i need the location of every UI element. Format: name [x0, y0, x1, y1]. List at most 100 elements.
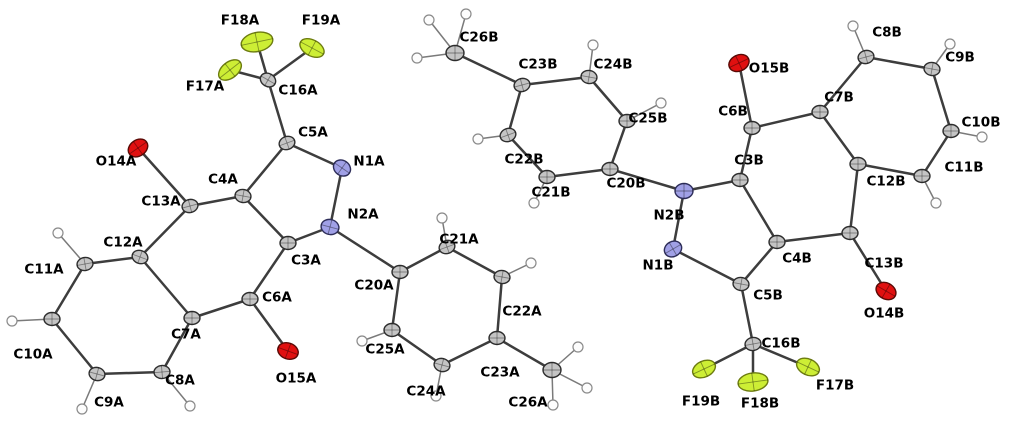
atom-C22B — [499, 127, 517, 143]
atom-C8A-minor-axis — [160, 365, 164, 379]
atom-C21A — [438, 239, 456, 255]
bond-C5B-N1B — [671, 247, 743, 286]
atom-C21A-major-axis — [439, 243, 455, 251]
atom-label-C16A: C16A — [278, 83, 318, 99]
atom-O15A — [277, 341, 299, 361]
atom-C16A — [259, 72, 277, 88]
atom-C4A-major-axis — [235, 194, 251, 198]
atom-H11B — [930, 197, 942, 209]
atom-N1B-minor-axis — [668, 242, 678, 256]
atom-C24A — [433, 357, 451, 373]
atom-H9B — [944, 38, 956, 50]
atom-C24A-ellipsoid — [433, 357, 451, 373]
atom-label-C5B: C5B — [753, 288, 783, 304]
atom-F18A-minor-axis — [254, 32, 260, 52]
atom-F18A — [240, 31, 274, 53]
atom-C9B-minor-axis — [930, 62, 934, 76]
atom-C12B — [849, 156, 867, 172]
atom-O14A-ellipsoid — [127, 138, 149, 158]
atom-H24B — [587, 39, 599, 51]
atom-label-F19B: F19B — [682, 394, 720, 410]
atom-C13A-minor-axis — [187, 199, 193, 213]
atom-H25B — [655, 97, 667, 109]
atom-label-C26A: C26A — [508, 395, 548, 411]
bond-C23A-C26A — [495, 336, 554, 372]
atom-label-C4B: C4B — [782, 251, 812, 267]
atom-N2A-ellipsoid — [320, 218, 340, 236]
atom-label-C23B: C23B — [519, 57, 558, 73]
atom-O15B-major-axis — [729, 58, 749, 68]
atom-C9B-ellipsoid — [923, 61, 941, 77]
atom-N1A-ellipsoid — [332, 159, 352, 177]
atom-N1A — [332, 159, 352, 177]
bond-C9B-C8B — [864, 55, 934, 71]
atom-C23A-ellipsoid — [488, 330, 506, 346]
atom-F18B-minor-axis — [751, 373, 755, 391]
atom-H10A — [6, 315, 18, 327]
atom-C25B-ellipsoid — [618, 113, 636, 129]
atom-H25A — [356, 335, 368, 347]
atom-C24A-minor-axis — [439, 358, 445, 372]
bond-C4A-C13A — [188, 194, 245, 208]
atom-label-C21B: C21B — [532, 185, 571, 201]
bond-C20B-C21B — [545, 167, 612, 179]
atom-N2B — [674, 182, 694, 200]
bond-C22A-C23A — [495, 275, 504, 340]
atom-O14B-ellipsoid — [875, 281, 897, 301]
atom-C21B — [538, 169, 556, 185]
atom-C4A-ellipsoid — [234, 188, 252, 204]
atom-C12A-ellipsoid — [131, 249, 149, 265]
atom-C16B — [744, 336, 762, 352]
atom-C13A-ellipsoid — [181, 198, 199, 214]
atom-F18A-major-axis — [241, 38, 273, 46]
atom-F17A-ellipsoid — [217, 59, 243, 81]
atom-label-C9A: C9A — [94, 395, 124, 411]
atom-label-C24A: C24A — [406, 384, 446, 400]
atom-F19A — [299, 37, 325, 59]
atom-C10A — [43, 311, 61, 327]
atom-C5A-major-axis — [279, 139, 295, 147]
atom-H26B2 — [460, 8, 472, 20]
atom-C23B-minor-axis — [519, 78, 525, 92]
atom-C5A — [278, 135, 296, 151]
atom-label-C11A: C11A — [24, 262, 64, 278]
atom-C9A-minor-axis — [94, 367, 100, 381]
bond-N1A-N2A — [328, 166, 344, 229]
atom-C7A-ellipsoid — [183, 310, 201, 326]
atom-C8B-ellipsoid — [857, 49, 875, 65]
atom-H26A3 — [547, 399, 559, 411]
atom-O14B — [875, 281, 897, 301]
bond-C6A-C3A — [248, 241, 290, 301]
bond-C7A-C6A — [190, 297, 252, 320]
atom-F17B — [795, 357, 821, 377]
atom-label-C25A: C25A — [365, 342, 405, 358]
atom-label-O14B: O14B — [864, 306, 905, 322]
bond-C23B-C26B — [453, 51, 524, 87]
atom-C16A-ellipsoid — [259, 72, 277, 88]
atom-F18A-ellipsoid — [240, 31, 274, 53]
atom-label-C22B: C22B — [505, 152, 544, 168]
atom-C6A — [241, 291, 259, 307]
atom-label-F19A: F19A — [302, 13, 341, 29]
bond-C10A-C9A — [50, 317, 99, 376]
atom-H8B — [847, 20, 859, 32]
atom-label-C26B: C26B — [460, 30, 499, 46]
atom-C22B-minor-axis — [505, 128, 511, 142]
atom-F19A-minor-axis — [307, 40, 317, 56]
bond-C23B-C24B — [520, 75, 591, 87]
atom-F18B-major-axis — [738, 379, 768, 385]
atom-C25A-ellipsoid — [383, 322, 401, 338]
atom-label-F17A: F17A — [186, 79, 225, 95]
bond-C11A-C10A — [50, 262, 87, 321]
atom-label-F18A: F18A — [221, 13, 260, 29]
atom-F19B-ellipsoid — [691, 359, 717, 379]
atom-O14B-minor-axis — [881, 283, 891, 299]
atom-O14A-major-axis — [129, 141, 147, 155]
atom-label-C23A: C23A — [480, 365, 520, 381]
bond-C4A-C5A — [241, 141, 289, 198]
atom-C10A-ellipsoid — [43, 311, 61, 327]
bond-C23A-C24A — [440, 336, 499, 367]
atom-C26A-ellipsoid — [542, 361, 562, 379]
bond-C8A-C7A — [160, 316, 194, 374]
